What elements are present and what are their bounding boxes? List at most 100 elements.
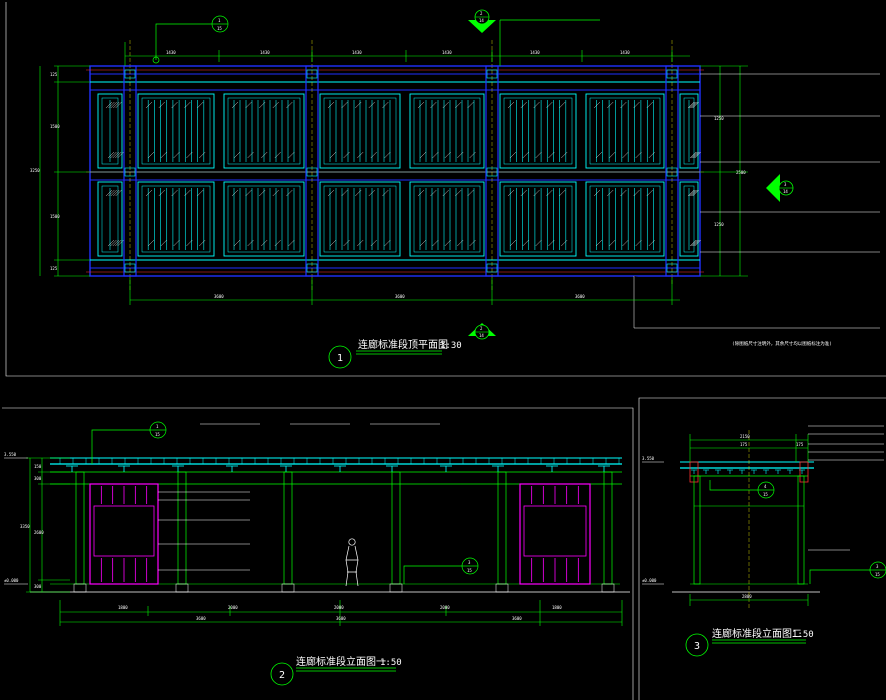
plan-hatch bbox=[115, 151, 122, 159]
front-detail-top-sheet: 15 bbox=[155, 432, 160, 437]
front-title: 连廊标准段立面图一 bbox=[296, 655, 386, 668]
plan-hatch bbox=[343, 151, 350, 159]
front-dim-bottom-2: 3600 bbox=[336, 616, 346, 621]
plan-hatch bbox=[231, 189, 239, 197]
section-bottom-sheet: 14 bbox=[479, 333, 484, 338]
plan-hatch bbox=[546, 189, 553, 197]
section-marker-right: 3 14 bbox=[766, 174, 794, 202]
plan-hatch bbox=[233, 151, 241, 159]
plan-hatch bbox=[288, 239, 295, 247]
plan-hatch bbox=[507, 189, 515, 197]
side-dim-bottom: 2800 bbox=[742, 594, 752, 599]
plan-joint bbox=[306, 69, 318, 79]
plan-hatch bbox=[184, 101, 191, 109]
plan-hatch bbox=[107, 151, 115, 159]
plan-panel bbox=[137, 181, 215, 257]
plan-hatch bbox=[368, 189, 375, 197]
plan-hatch bbox=[546, 101, 553, 109]
plan-hatch bbox=[691, 189, 698, 197]
section-top-sheet: 14 bbox=[479, 18, 484, 23]
side-scale: 1:50 bbox=[792, 630, 814, 640]
plan-hatch bbox=[689, 101, 696, 109]
plan-hatch bbox=[199, 239, 206, 247]
plan-hatch bbox=[158, 101, 165, 109]
side-bottom-dimensions bbox=[689, 594, 809, 606]
side-top-dimensions bbox=[689, 434, 809, 462]
plan-hatch bbox=[171, 101, 178, 109]
plan-hatch bbox=[595, 151, 603, 159]
plan-hatch bbox=[115, 239, 122, 247]
plan-hatch bbox=[691, 151, 698, 159]
plan-detail-bubble bbox=[152, 15, 600, 66]
plan-hatch bbox=[145, 101, 153, 109]
plan-hatch bbox=[145, 189, 153, 197]
plan-hatch bbox=[105, 189, 113, 197]
front-dim-bottom-1: 3600 bbox=[196, 616, 206, 621]
plan-hatch bbox=[593, 101, 601, 109]
plan-hatch bbox=[648, 151, 655, 159]
plan-hatch bbox=[173, 151, 180, 159]
side-title: 连廊标准段立面图二 bbox=[712, 627, 802, 640]
side-title-number: 3 bbox=[694, 641, 700, 652]
front-screen-window bbox=[523, 505, 587, 557]
plan-hatch bbox=[115, 189, 122, 197]
front-screen-panel bbox=[89, 483, 159, 585]
side-dim-top-2: 175 bbox=[796, 442, 804, 447]
plan-hatch bbox=[635, 151, 642, 159]
plan-hatch bbox=[341, 101, 348, 109]
plan-column bbox=[485, 65, 499, 277]
plan-hatch bbox=[417, 189, 425, 197]
plan-hatch bbox=[687, 189, 695, 197]
plan-title-bubble bbox=[328, 345, 442, 369]
plan-scale: 1:30 bbox=[440, 341, 462, 351]
plan-panel-inner bbox=[589, 185, 661, 253]
front-screen-window bbox=[93, 505, 155, 557]
plan-leaders bbox=[633, 73, 880, 329]
plan-panel-inner bbox=[323, 185, 397, 253]
plan-left-dimensions bbox=[39, 65, 90, 277]
plan-panel bbox=[319, 93, 401, 169]
plan-hatch bbox=[184, 189, 191, 197]
plan-hatch bbox=[457, 239, 464, 247]
plan-dim-top-6: 1430 bbox=[620, 50, 630, 55]
plan-hatch bbox=[430, 189, 437, 197]
plan-hatch bbox=[430, 101, 437, 109]
plan-dim-right-total: 2500 bbox=[736, 170, 746, 175]
plan-hatch bbox=[117, 239, 124, 247]
plan-joint bbox=[666, 263, 678, 273]
front-detail-bubbles bbox=[91, 421, 479, 584]
plan-hatch bbox=[693, 151, 700, 159]
plan-panel-inner bbox=[141, 97, 211, 165]
plan-hatch bbox=[147, 151, 155, 159]
front-level-bottom: ±0.000 bbox=[4, 578, 19, 583]
plan-dim-bottom-3: 3600 bbox=[575, 294, 585, 299]
plan-hatch bbox=[107, 239, 115, 247]
side-detail-bubbles bbox=[709, 480, 886, 584]
plan-hatch bbox=[171, 189, 178, 197]
plan-hatch bbox=[648, 239, 655, 247]
plan-hatch bbox=[272, 189, 279, 197]
plan-hatch bbox=[370, 239, 377, 247]
plan-panel-inner bbox=[413, 97, 481, 165]
plan-hatch bbox=[559, 101, 566, 109]
plan-hatch bbox=[646, 189, 653, 197]
plan-hatch bbox=[559, 189, 566, 197]
plan-dim-left-total: 3250 bbox=[30, 168, 40, 173]
plan-hatch bbox=[620, 101, 627, 109]
plan-hatch bbox=[110, 189, 117, 197]
plan-hatch bbox=[274, 239, 281, 247]
plan-hatch bbox=[633, 101, 640, 109]
plan-hatch bbox=[173, 239, 180, 247]
plan-panel-inner bbox=[227, 185, 301, 253]
plan-hatch bbox=[343, 239, 350, 247]
front-footing bbox=[281, 583, 295, 593]
plan-hatch bbox=[112, 239, 119, 247]
plan-view: 125 1500 1500 125 3250 1250 1250 2500 bbox=[30, 15, 880, 369]
plan-dim-right-2: 1250 bbox=[714, 222, 724, 227]
plan-panel-inner bbox=[683, 185, 695, 253]
plan-hatch bbox=[384, 151, 391, 159]
plan-hatch bbox=[259, 189, 266, 197]
plan-hatch bbox=[593, 189, 601, 197]
plan-hatch bbox=[261, 151, 268, 159]
plan-hatch bbox=[327, 101, 335, 109]
